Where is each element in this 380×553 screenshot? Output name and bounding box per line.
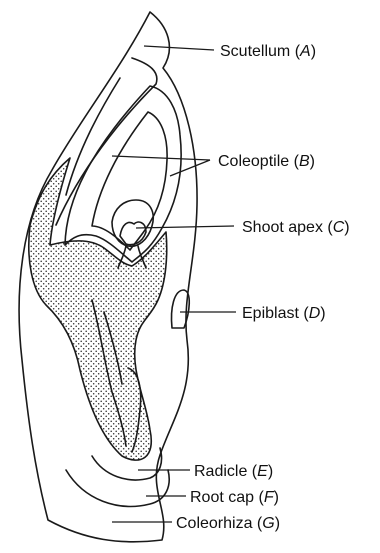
label-radicle: Radicle (E) (194, 463, 273, 480)
label-root-cap: Root cap (F) (190, 489, 279, 506)
leader-coleoptile-2 (170, 160, 210, 176)
label-shoot-apex: Shoot apex (C) (242, 219, 350, 236)
leader-shoot-apex (136, 226, 234, 228)
coleoptile-inner (92, 112, 167, 250)
label-epiblast: Epiblast (D) (242, 305, 326, 322)
label-coleoptile: Coleoptile (B) (218, 153, 315, 170)
label-coleorhiza: Coleorhiza (G) (176, 515, 280, 532)
scutellum-inner-line-2 (66, 78, 120, 195)
label-scutellum: Scutellum (A) (220, 43, 316, 60)
leader-scutellum (144, 46, 214, 50)
